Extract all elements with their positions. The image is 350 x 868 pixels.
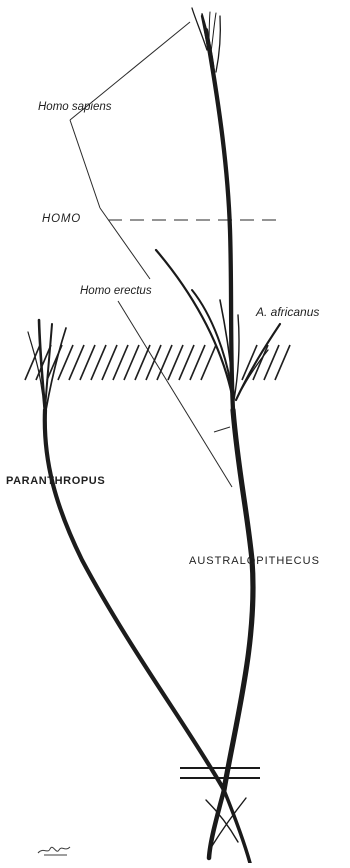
pointer-homo-lower: [100, 208, 150, 279]
label-a-africanus: A. africanus: [256, 306, 319, 318]
australopithecus-lineage: [156, 8, 280, 863]
label-homo: HOMO: [42, 214, 81, 226]
label-australopithecus: AUSTRALOPITHECUS: [189, 556, 320, 567]
pointer-lines: [70, 22, 283, 487]
signature-icon: [36, 840, 72, 858]
label-homo-sapiens: Homo sapiens: [38, 102, 112, 114]
pointer-homo-upper: [70, 120, 100, 208]
label-homo-erectus: Homo erectus: [80, 286, 152, 298]
lineage-break-bars: [180, 768, 260, 778]
label-paranthropus: PARANTHROPUS: [6, 476, 105, 487]
short-pointer: [214, 427, 230, 432]
